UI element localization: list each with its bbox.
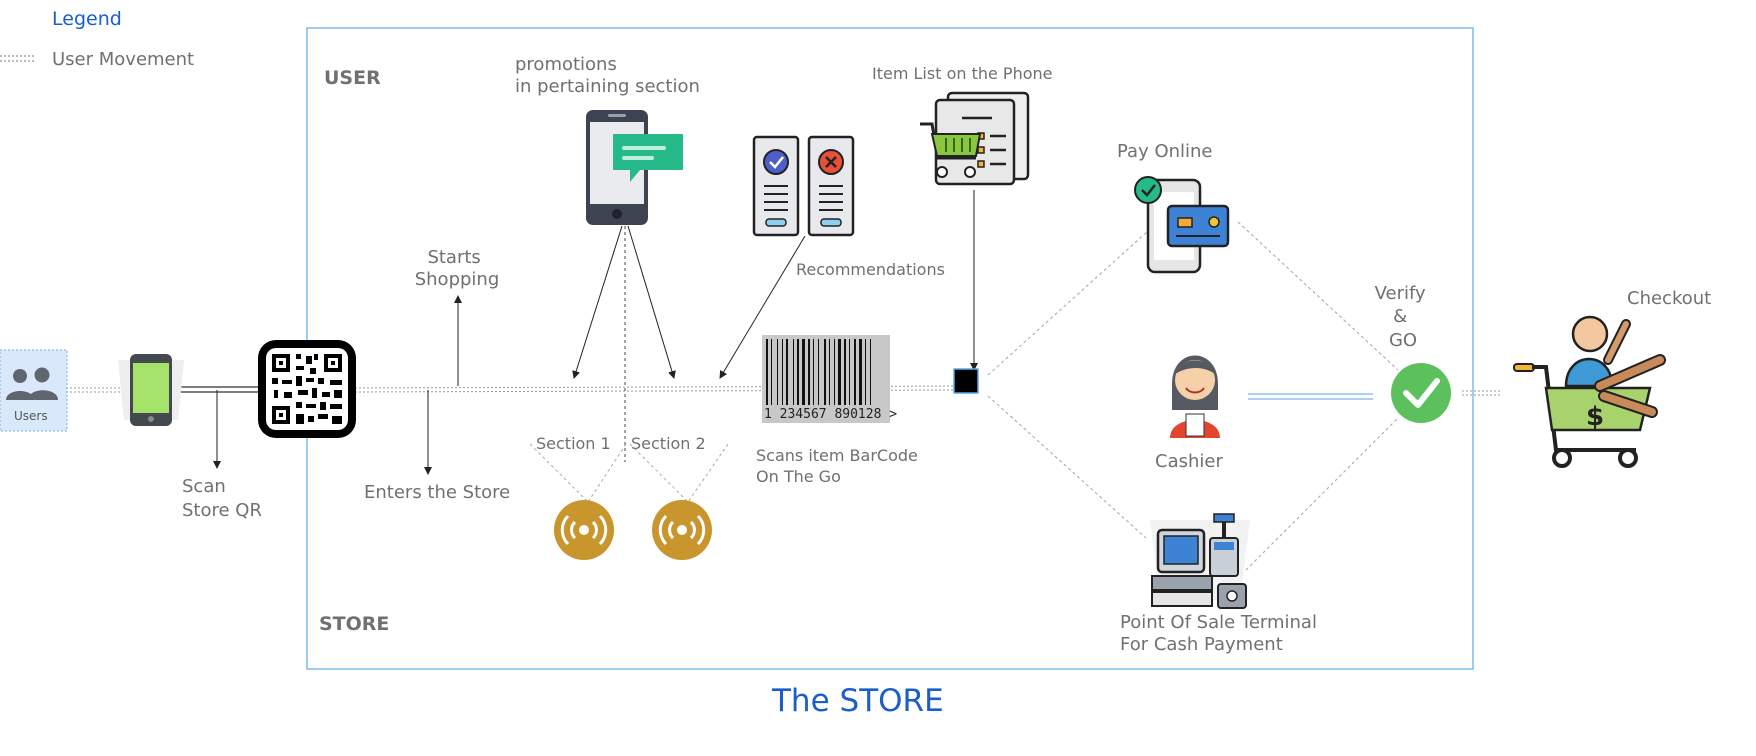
cashier-link [1248, 393, 1373, 400]
svg-text:$: $ [1586, 402, 1604, 432]
legend-user-movement-line-icon [0, 55, 36, 62]
legend-user-movement: User Movement [52, 49, 194, 70]
section-1-label: Section 1 [536, 434, 611, 453]
store-title: The STORE [771, 683, 944, 719]
barcode-digits: 1 234567 890128 > [764, 407, 897, 422]
zone-user-label: USER [324, 67, 381, 89]
qr-code-icon[interactable] [258, 340, 356, 438]
pay-online-label: Pay Online [1117, 141, 1213, 162]
beacon-icon[interactable] [652, 500, 712, 560]
promo-section1-arrow [572, 225, 623, 379]
recommendations-arrow [719, 235, 806, 379]
beacon-icon[interactable] [554, 500, 614, 560]
payment-branches [987, 221, 1399, 571]
pay-online-icon[interactable] [1134, 176, 1230, 274]
pos-terminal-icon[interactable] [1150, 513, 1250, 609]
payment-junction [953, 368, 979, 394]
recommendations-label: Recommendations [796, 260, 945, 279]
cashier-icon[interactable] [1170, 355, 1220, 439]
pos-terminal-label: Point Of Sale Terminal For Cash Payment [1120, 612, 1323, 655]
item-list-icon[interactable] [920, 91, 1030, 186]
zone-store-label: STORE [319, 613, 389, 635]
promo-section2-arrow [627, 225, 676, 379]
barcode-icon[interactable]: 1 234567 890128 > [762, 335, 897, 423]
verify-check-icon[interactable] [1391, 363, 1451, 423]
recommendation-docs-icon[interactable] [752, 135, 855, 237]
legend-title: Legend [52, 8, 122, 30]
checkout-label: Checkout [1627, 288, 1711, 309]
section-2-label: Section 2 [631, 434, 706, 453]
checkout-cart-icon[interactable]: $ [1513, 315, 1666, 468]
cashier-label: Cashier [1155, 451, 1223, 472]
scans-barcode-label: Scans item BarCode On The Go [756, 446, 923, 486]
users-icon[interactable]: Users [0, 349, 68, 432]
enters-store-label: Enters the Store [364, 482, 510, 503]
item-list-label: Item List on the Phone [872, 64, 1052, 83]
beacon-signals [529, 443, 729, 503]
verify-label: Verify & GO [1375, 283, 1432, 351]
starts-shopping-label: Starts Shopping [415, 247, 500, 290]
phone-icon[interactable] [118, 354, 184, 426]
users-caption: Users [14, 409, 48, 423]
legend: Legend User Movement [0, 8, 194, 70]
scan-qr-label: Scan Store QR [182, 476, 262, 521]
promo-phone-icon[interactable] [586, 110, 683, 225]
promotions-label: promotions in pertaining section [515, 54, 700, 97]
